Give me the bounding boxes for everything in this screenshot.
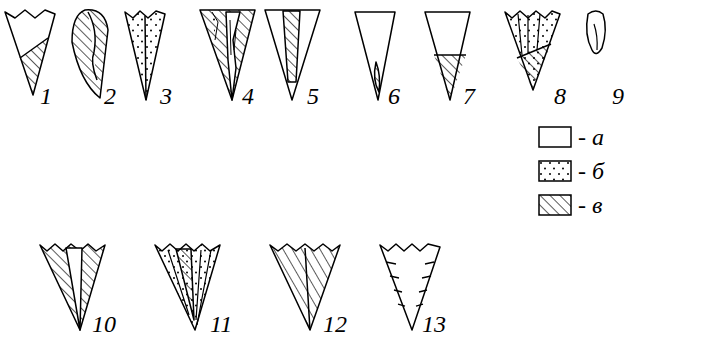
legend-text: - б xyxy=(578,159,604,183)
callout-number: 12 xyxy=(323,312,347,336)
callout-number: 13 xyxy=(422,312,446,336)
callout-number: 7 xyxy=(463,84,475,108)
callout-number: 1 xyxy=(40,84,52,108)
legend-text: - а xyxy=(578,125,604,149)
callout-number: 3 xyxy=(160,84,172,108)
legend-text: - в xyxy=(578,193,602,217)
legend-swatch xyxy=(538,160,572,182)
callout-number: 5 xyxy=(307,84,319,108)
callout-number: 9 xyxy=(612,84,624,108)
callout-number: 11 xyxy=(210,312,232,336)
callout-number: 6 xyxy=(388,84,400,108)
callout-number: 8 xyxy=(554,84,566,108)
legend-swatch xyxy=(538,194,572,216)
callout-number: 4 xyxy=(242,84,254,108)
callout-number: 2 xyxy=(104,84,116,108)
legend-swatch xyxy=(538,126,572,148)
callout-number: 10 xyxy=(92,312,116,336)
